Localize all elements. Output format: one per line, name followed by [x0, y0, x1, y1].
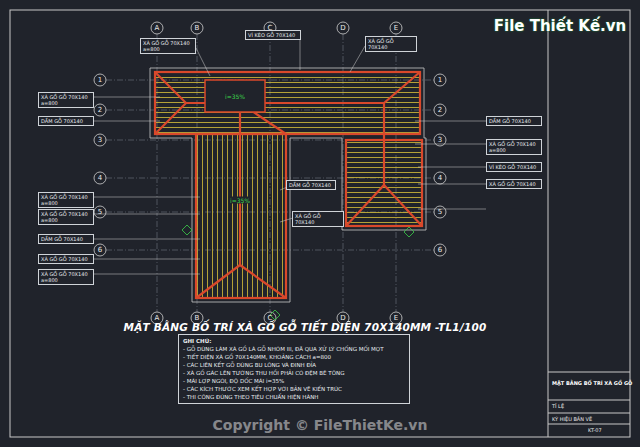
callout-text: XÀ GỒ GỖ 70X140 [489, 181, 539, 187]
notes-line: - CÁC KÍCH THƯỚC XEM KẾT HỢP VỚI BẢN VẼ … [183, 385, 405, 393]
grid-label: 6 [438, 246, 442, 254]
callout-box: DẦM GỖ 70X140 [38, 234, 94, 244]
notes-line: - XÀ GỒ GÁC LÊN TƯỜNG THU HỒI PHẢI CÓ ĐỆ… [183, 369, 405, 377]
grid-label: 1 [438, 76, 442, 84]
callout-box: XÀ GỒ GỖ 70X140 a=800 [38, 192, 94, 208]
grid-label: 6 [98, 246, 102, 254]
title-block-text: KÝ HIỆU BẢN VẼ [552, 416, 592, 422]
callout-box: DẦM GỖ 70X140 [286, 180, 336, 190]
callout-text: XÀ GỒ GỖ 70X140 a=800 [143, 40, 193, 52]
callout-text: VÌ KÈO GỖ 70X140 [489, 164, 539, 170]
grid-label: A [155, 314, 160, 322]
callout-box: XÀ GỒ GỖ 70X140 [365, 36, 417, 52]
grid-label: 4 [438, 174, 442, 182]
grid-label: A [155, 24, 160, 32]
grid-label: E [394, 314, 398, 322]
callout-text: XÀ GỒ GỖ 70X140 a=800 [41, 94, 91, 106]
title-block-text: KT-07 [588, 427, 602, 433]
grid-label: 1 [98, 76, 102, 84]
callout-box: XÀ GỒ GỖ 70X140 a=800 [38, 209, 94, 225]
callout-box: XÀ GỒ GỖ 70X140 a=800 [38, 269, 94, 285]
grid-label: 5 [98, 208, 102, 216]
grid-label: 3 [98, 136, 102, 144]
grid-label: D [340, 24, 345, 32]
callout-box: XÀ GỒ GỖ 70X140 a=800 [140, 38, 196, 54]
callout-text: VÌ KÈO GỖ 70X140 [248, 32, 298, 38]
title-block-text: TỈ LỆ [552, 403, 564, 409]
grid-label: 4 [98, 174, 102, 182]
drawing-title: MẶT BẰNG BỐ TRÍ XÀ GỒ GỖ TIẾT DIỆN 70X14… [124, 321, 487, 333]
notes-line: - CÁC LIÊN KẾT GỖ DÙNG BU LÔNG VÀ ĐINH Đ… [183, 361, 405, 369]
callout-text: XÀ GỒ GỖ 70X140 [368, 38, 414, 50]
callout-box: XÀ GỒ GỖ 70X140 a=800 [38, 92, 94, 108]
notes-box: GHI CHÚ:- GỖ DÙNG LÀM XÀ GỒ LÀ GỖ NHÓM I… [178, 334, 410, 404]
callout-text: XÀ GỒ GỖ 70X140 [295, 213, 341, 225]
watermark: Copyright © FileThietKe.vn [213, 417, 428, 433]
notes-heading: GHI CHÚ: [183, 337, 405, 345]
grid-label: 2 [438, 106, 442, 114]
callout-text: XÀ GỒ GỖ 70X140 a=800 [41, 271, 91, 283]
notes-line: - THI CÔNG ĐÚNG THEO TIÊU CHUẨN HIỆN HÀN… [183, 393, 405, 401]
callout-box: VÌ KÈO GỖ 70X140 [245, 30, 301, 40]
callout-box: XÀ GỒ GỖ 70X140 [486, 179, 542, 189]
callout-text: XÀ GỒ GỖ 70X140 [41, 256, 91, 262]
grid-label: B [195, 314, 200, 322]
callout-box: XÀ GỒ GỖ 70X140 a=800 [486, 139, 542, 155]
callout-text: XÀ GỒ GỖ 70X140 a=800 [41, 211, 91, 223]
callout-box: DẦM GỖ 70X140 [38, 116, 94, 126]
callout-text: DẦM GỖ 70X140 [489, 118, 539, 124]
callout-text: DẦM GỖ 70X140 [41, 236, 91, 242]
notes-line: - TIẾT DIỆN XÀ GỒ 70X140MM, KHOẢNG CÁCH … [183, 353, 405, 361]
callout-text: XÀ GỒ GỖ 70X140 a=800 [41, 194, 91, 206]
callout-box: DẦM GỖ 70X140 [486, 116, 542, 126]
title-block-text: MẶT BẰNG BỐ TRÍ XÀ GỒ GỖ [552, 380, 632, 386]
callout-box: XÀ GỒ GỖ 70X140 [38, 254, 94, 264]
notes-line: - GỖ DÙNG LÀM XÀ GỒ LÀ GỖ NHÓM III, ĐÃ Q… [183, 345, 405, 353]
grid-label: C [268, 314, 273, 322]
grid-label: E [394, 24, 398, 32]
callout-box: XÀ GỒ GỖ 70X140 [292, 211, 344, 227]
callout-box: VÌ KÈO GỖ 70X140 [486, 162, 542, 172]
slope-label: i=35% [229, 197, 251, 204]
grid-label: C [268, 24, 273, 32]
callout-text: DẦM GỖ 70X140 [289, 182, 333, 188]
grid-label: 3 [438, 136, 442, 144]
notes-line: - MÁI LỢP NGÓI, ĐỘ DỐC MÁI i=35% [183, 377, 405, 385]
logo-text: File Thiết Kế.vn [494, 17, 627, 35]
callout-text: XÀ GỒ GỖ 70X140 a=800 [489, 141, 539, 153]
grid-label: B [195, 24, 200, 32]
grid-label: 5 [438, 208, 442, 216]
slope-label: i=35% [224, 93, 246, 100]
grid-label: 2 [98, 106, 102, 114]
callout-text: DẦM GỖ 70X140 [41, 118, 91, 124]
grid-label: D [340, 314, 345, 322]
